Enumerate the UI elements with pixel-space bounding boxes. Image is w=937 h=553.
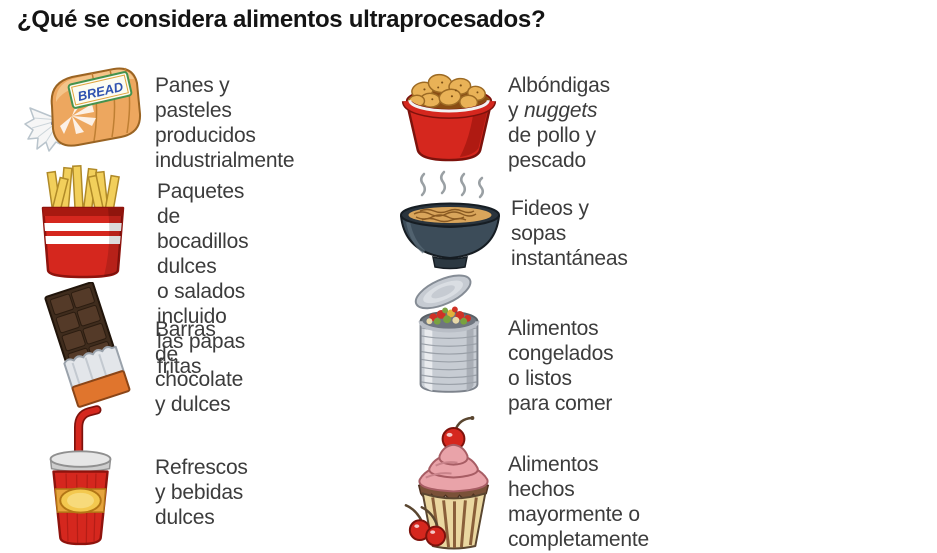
item-soda-text: Refrescos y bebidas dulces bbox=[155, 456, 248, 529]
bread-loaf-icon: BREAD bbox=[24, 67, 142, 152]
item-chocolate-text: Barras de chocolate y dulces bbox=[155, 318, 244, 416]
tin-can-icon bbox=[414, 274, 480, 393]
soda-cup-icon bbox=[49, 405, 112, 546]
item-canned-text: Alimentos congelados o listos para comer bbox=[508, 317, 614, 415]
item-bread-text: Panes y pasteles producidos industrialme… bbox=[155, 74, 295, 172]
cupcake-icon bbox=[404, 416, 490, 550]
chocolate-bar-icon bbox=[44, 282, 131, 408]
item-noodles-text: Fideos y sopas instantáneas bbox=[511, 197, 628, 270]
nuggets-bucket-icon bbox=[401, 73, 497, 162]
noodle-bowl-icon bbox=[400, 170, 500, 270]
item-fries-text: Paquetes de bocadillos dulces o salados … bbox=[157, 180, 249, 378]
french-fries-icon bbox=[41, 165, 125, 279]
item-cupcake-text: Alimentos hechos mayormente o completame… bbox=[508, 453, 649, 551]
can-lid bbox=[414, 274, 472, 310]
page-title: ¿Qué se considera alimentos ultraprocesa… bbox=[17, 6, 546, 33]
canned-vegetables bbox=[426, 306, 472, 325]
steam-lines bbox=[420, 170, 484, 199]
